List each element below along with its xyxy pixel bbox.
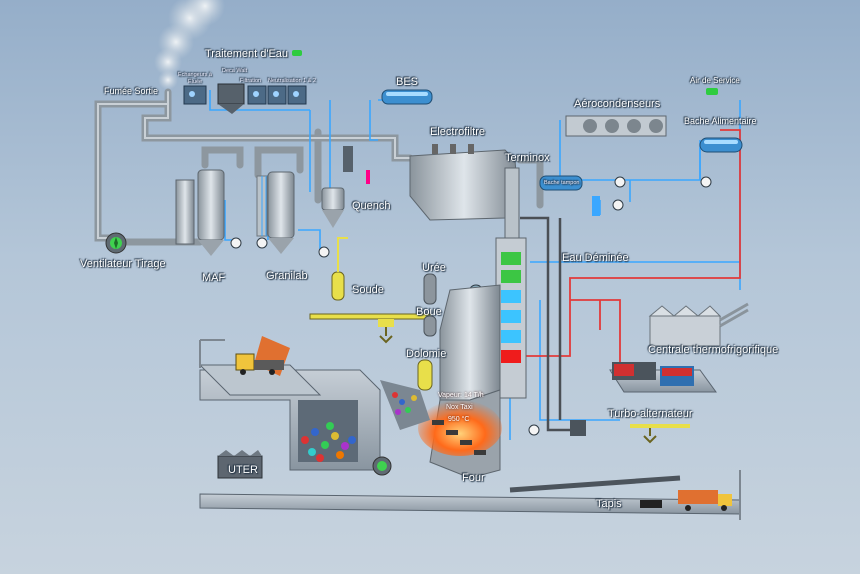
- label-aerocondenseurs: Aérocondenseurs: [574, 98, 661, 110]
- label-wt-sub1b: Eluée: [188, 79, 203, 85]
- conveyor-belt: [199, 470, 741, 520]
- maf-towers: [175, 169, 295, 256]
- water-treatment-status-led-icon: [292, 50, 302, 56]
- bache-alimentaire-tank: [699, 137, 743, 153]
- label-fumee-sortie: Fumée Sortie: [104, 86, 159, 96]
- label-four: Four: [462, 472, 485, 484]
- label-wt-sub2: Deca Walt: [222, 68, 248, 74]
- turbo-alternator: [609, 362, 717, 444]
- label-bes: BES: [396, 76, 419, 88]
- label-uree: Urée: [422, 262, 446, 274]
- label-wt-sub4: Neutralisation 1 & 2: [268, 78, 316, 84]
- bes-tank: [381, 89, 433, 105]
- label-air-service: Air de Service: [690, 76, 740, 85]
- air-service-status-led-icon: [706, 88, 718, 95]
- label-turbo: Turbo-alternateur: [608, 408, 693, 420]
- water-treatment-unit: [183, 83, 307, 114]
- ash-container: [570, 420, 586, 436]
- label-traitement-eau: Traitement d'Eau: [205, 48, 289, 60]
- aerocondenser-unit: [565, 115, 667, 137]
- reading-vapeur: Vapeur: 14 T/h: [438, 392, 484, 399]
- label-quench: Quench: [352, 200, 391, 212]
- smokestack-plume: [154, 0, 225, 90]
- reagent-silos: [417, 273, 437, 391]
- truck-ramp: [198, 339, 322, 396]
- label-soude: Soude: [352, 284, 384, 296]
- label-tapis: Tapis: [596, 498, 622, 510]
- reading-nox: Nox Taxi: [446, 404, 473, 411]
- label-boue: Boue: [416, 306, 442, 318]
- label-wt-sub3: Filtration: [240, 78, 262, 84]
- ventilateur-fan-icon: [105, 232, 127, 254]
- reading-temperature: 950 °C: [448, 416, 470, 423]
- steam-pipes: [520, 129, 741, 370]
- label-centrale: Centrale thermofrigorifique: [648, 344, 779, 356]
- label-bache-alimentaire: Bache Alimentaire: [684, 116, 757, 126]
- waste-hopper: [392, 392, 417, 415]
- truck-icon: [235, 336, 290, 376]
- bache-tampon-tank: [539, 175, 600, 216]
- label-dolomie: Dolomie: [406, 348, 447, 360]
- label-uter: UTER: [228, 464, 258, 476]
- tapis-truck-icon: [678, 490, 732, 511]
- centrale-factory-icon: [648, 302, 749, 347]
- soude-tank: [331, 237, 348, 301]
- label-terminox: Terminox: [505, 152, 550, 164]
- label-wt-sub1: Echangeurs à: [178, 72, 212, 78]
- terminox-column: [495, 167, 527, 399]
- label-maf: MAF: [202, 272, 226, 284]
- label-granilab: Granilab: [266, 270, 308, 282]
- label-eau-deminee: Eau Déminée: [562, 252, 629, 264]
- electrofilter-unit: [409, 144, 519, 221]
- label-bache-tampon: Bache tampon: [544, 180, 580, 186]
- crane-gantry: [309, 313, 431, 344]
- quench-unit: [321, 146, 370, 228]
- bunker-fan-icon: [372, 456, 392, 476]
- waste-pile: [301, 422, 356, 462]
- furnace: [418, 284, 502, 479]
- uter-building: [217, 450, 263, 479]
- label-electrofiltre: Electrofiltre: [430, 126, 486, 138]
- label-ventilateur-tirage: Ventilateur Tirage: [80, 258, 166, 270]
